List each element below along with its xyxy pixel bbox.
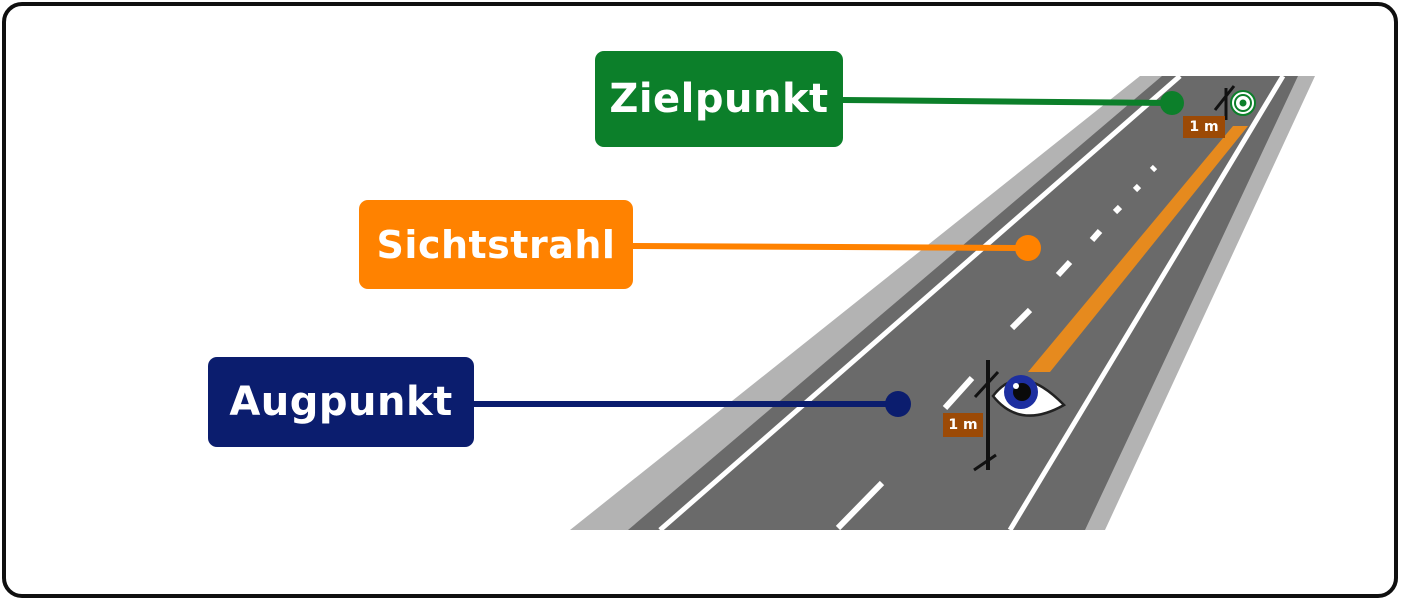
eye-pole-top-bar: [973, 370, 1000, 399]
near-height-tag: [943, 413, 983, 437]
zielpunkt-label: Zielpunkt: [595, 51, 843, 147]
road-surface: [628, 76, 1298, 530]
sichtstrahl-leader: [632, 243, 1029, 251]
right-edge-line: [1007, 74, 1286, 532]
sichtstrahl-label: Sichtstrahl: [359, 200, 633, 289]
augpunkt-label: Augpunkt: [208, 357, 474, 447]
eye-pole-bottom-bar: [973, 453, 997, 472]
zielpunkt-dot: [1160, 91, 1184, 115]
zielpunkt-leader: [842, 97, 1173, 106]
far-height-tag: [1183, 116, 1225, 138]
sight-ray: [1028, 126, 1248, 372]
target-icon: [1230, 90, 1256, 116]
target-crossbar: [1213, 85, 1236, 111]
left-edge-line: [658, 74, 1182, 532]
far-height-text: 1 m: [1189, 119, 1219, 135]
near-height-text: 1 m: [948, 417, 978, 433]
center-dashes: [835, 164, 1158, 531]
augpunkt-dot: [885, 391, 911, 417]
sichtstrahl-dot: [1015, 235, 1041, 261]
eye-icon: [991, 375, 1067, 417]
